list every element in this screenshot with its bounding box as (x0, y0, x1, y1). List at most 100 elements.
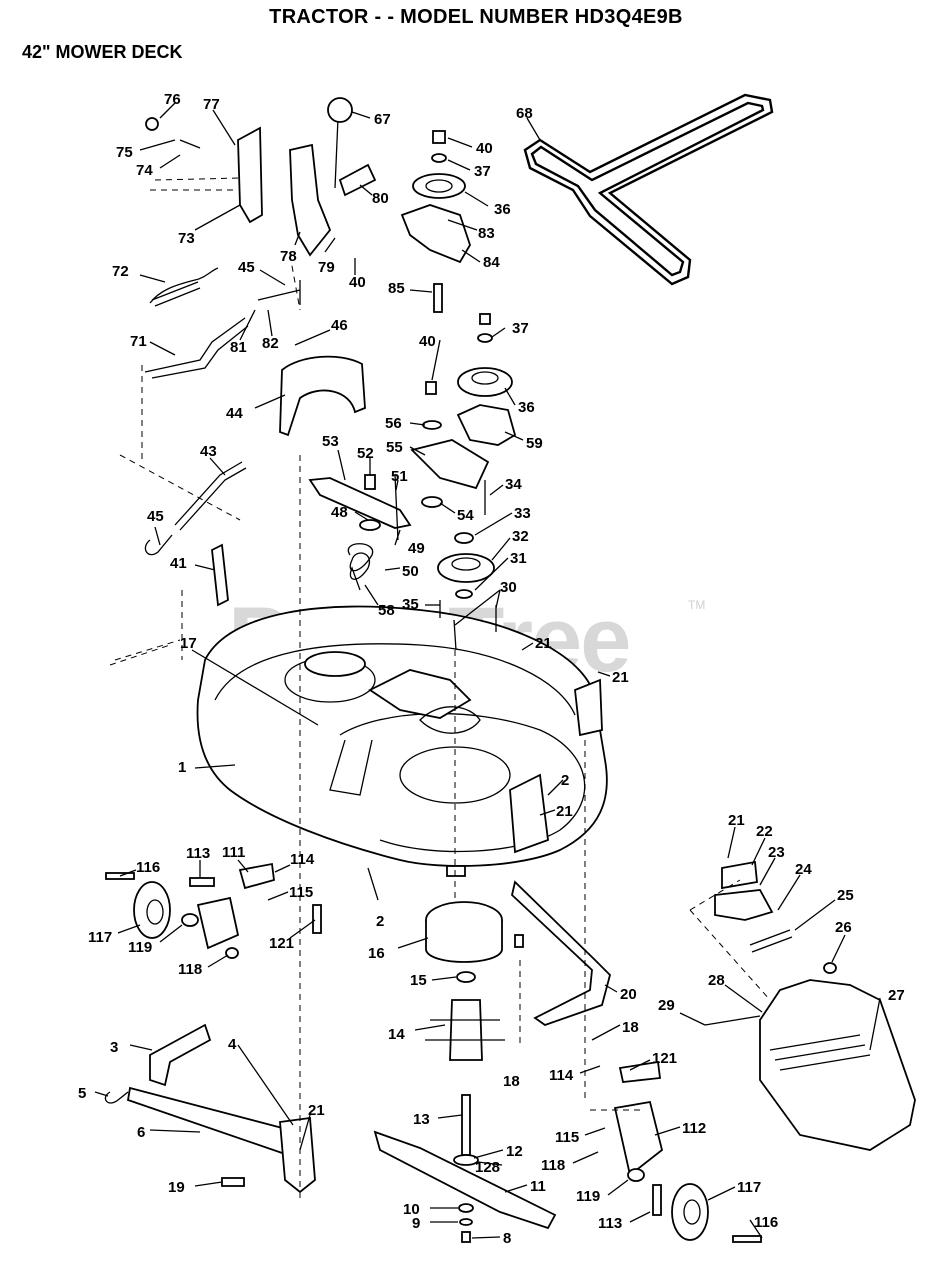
callout-label: 16 (368, 945, 385, 962)
callout-label: 10 (403, 1201, 420, 1218)
callout-label: 12 (506, 1143, 523, 1160)
callout-label: 30 (500, 579, 517, 596)
callout-label: 21 (535, 635, 552, 652)
callout-label: 21 (556, 803, 573, 820)
callout-label: 19 (168, 1179, 185, 1196)
callout-label: 54 (457, 507, 474, 524)
callout-label: 117 (88, 929, 112, 946)
callout-label: 36 (518, 399, 535, 416)
callout-label: 46 (331, 317, 348, 334)
callout-label: 83 (478, 225, 495, 242)
callout-label: 6 (137, 1124, 145, 1141)
callout-label: 21 (728, 812, 745, 829)
callout-labels: 76 77 67 68 75 74 40 37 36 80 73 83 84 7… (78, 91, 905, 1247)
callout-label: 49 (408, 540, 425, 557)
callout-label: 3 (110, 1039, 118, 1056)
callout-label: 67 (374, 111, 391, 128)
callout-label: 33 (514, 505, 531, 522)
callout-label: 36 (494, 201, 511, 218)
callout-label: 2 (376, 913, 384, 930)
callout-label: 20 (620, 986, 637, 1003)
callout-label: 114 (549, 1067, 574, 1084)
callout-label: 68 (516, 105, 533, 122)
callout-label: 48 (331, 504, 348, 521)
callout-label: 31 (510, 550, 527, 567)
callout-label: 37 (474, 163, 491, 180)
callout-label: 41 (170, 555, 187, 572)
callout-label: 119 (576, 1188, 600, 1205)
callout-label: 74 (136, 162, 153, 179)
callout-label: 111 (222, 844, 245, 861)
callout-label: 5 (78, 1085, 86, 1102)
callout-label: 4 (228, 1036, 237, 1053)
callout-label: 18 (503, 1073, 520, 1090)
callout-label: 73 (178, 230, 195, 247)
callout-label: 32 (512, 528, 529, 545)
callout-label: 17 (180, 635, 197, 652)
callout-label: 72 (112, 263, 129, 280)
callout-label: 35 (402, 596, 419, 613)
callout-label: 9 (412, 1215, 420, 1232)
callout-label: 13 (413, 1111, 430, 1128)
callout-label: 8 (503, 1230, 511, 1247)
callout-label: 85 (388, 280, 405, 297)
callout-label: 114 (290, 851, 315, 868)
callout-label: 52 (357, 445, 374, 462)
callout-label: 1 (178, 759, 186, 776)
callout-label: 37 (512, 320, 529, 337)
callout-label: 55 (386, 439, 403, 456)
callout-label: 26 (835, 919, 852, 936)
callout-label: 118 (541, 1157, 565, 1174)
callout-label: 40 (419, 333, 436, 350)
watermark-trademark: TM (688, 598, 706, 612)
callout-label: 45 (147, 508, 164, 525)
leader-lines (94, 102, 881, 1239)
callout-label: 50 (402, 563, 419, 580)
callout-label: 78 (280, 248, 297, 265)
callout-label: 29 (658, 997, 675, 1014)
callout-label: 116 (754, 1214, 778, 1231)
callout-label: 80 (372, 190, 389, 207)
callout-label: 56 (385, 415, 402, 432)
callout-label: 11 (530, 1178, 546, 1195)
callout-label: 115 (555, 1129, 579, 1146)
callout-label: 116 (136, 859, 160, 876)
callout-label: 40 (476, 140, 493, 157)
callout-label: 58 (378, 602, 395, 619)
callout-label: 21 (612, 669, 629, 686)
callout-label: 53 (322, 433, 339, 450)
callout-label: 45 (238, 259, 255, 276)
callout-label: 14 (388, 1026, 405, 1043)
callout-label: 113 (598, 1215, 622, 1232)
callout-label: 21 (308, 1102, 325, 1119)
callout-label: 15 (410, 972, 427, 989)
diagram-artwork (104, 93, 916, 1243)
callout-label: 23 (768, 844, 785, 861)
callout-label: 113 (186, 845, 210, 862)
page-subtitle: 42" MOWER DECK (22, 42, 183, 62)
callout-label: 115 (289, 884, 313, 901)
callout-label: 25 (837, 887, 854, 904)
callout-label: 44 (226, 405, 243, 422)
callout-label: 75 (116, 144, 133, 161)
callout-label: 59 (526, 435, 543, 452)
callout-label: 119 (128, 939, 152, 956)
callout-label: 76 (164, 91, 181, 108)
callout-label: 40 (349, 274, 366, 291)
callout-label: 28 (708, 972, 725, 989)
callout-label: 79 (318, 259, 335, 276)
callout-label: 82 (262, 335, 279, 352)
page-title: TRACTOR - - MODEL NUMBER HD3Q4E9B (269, 6, 683, 28)
callout-label: 77 (203, 96, 220, 113)
callout-label: 84 (483, 254, 500, 271)
callout-label: 24 (795, 861, 812, 878)
callout-label: 81 (230, 339, 247, 356)
callout-label: 43 (200, 443, 217, 460)
callout-label: 121 (269, 935, 294, 952)
callout-label: 2 (561, 772, 569, 789)
callout-label: 118 (178, 961, 202, 978)
callout-label: 34 (505, 476, 522, 493)
callout-label: 117 (737, 1179, 761, 1196)
callout-label: 71 (130, 333, 147, 350)
callout-label: 51 (391, 468, 408, 485)
